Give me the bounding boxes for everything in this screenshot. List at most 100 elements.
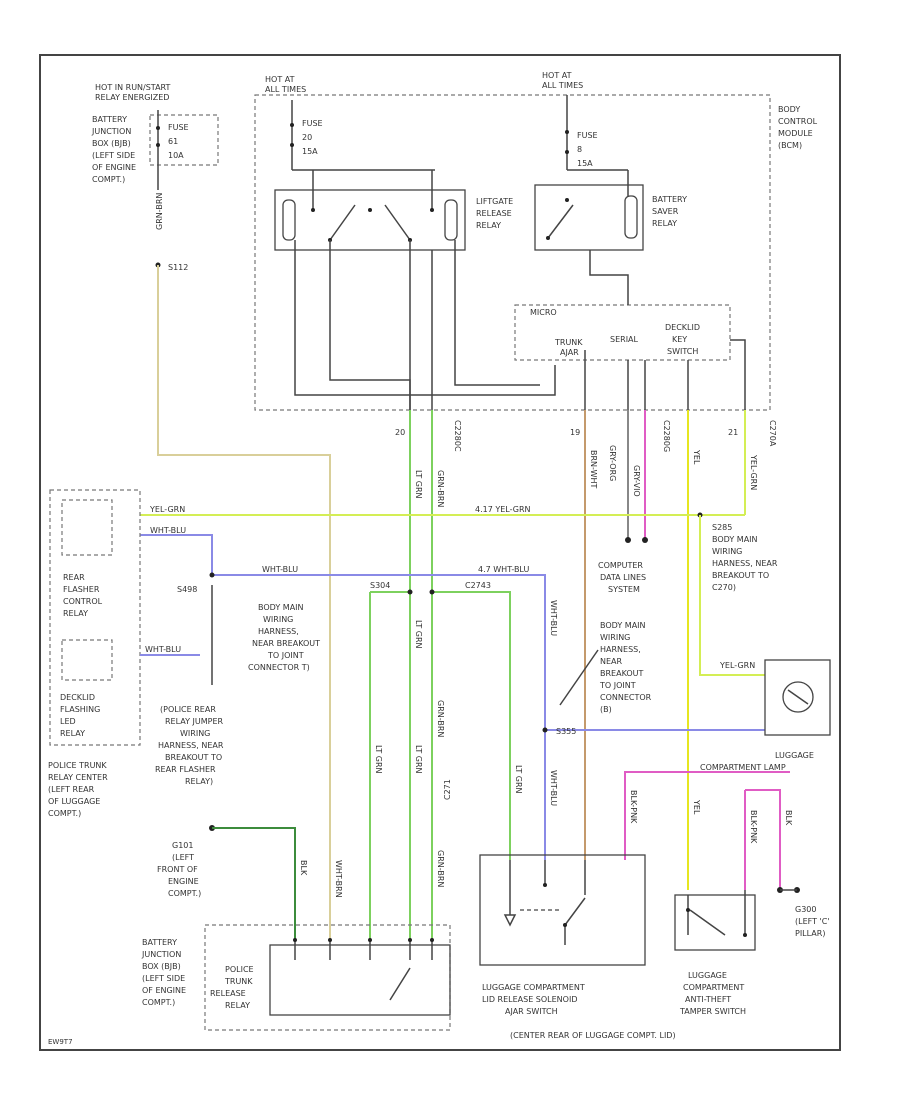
police-trunk-release-relay: POLICE TRUNK RELEASE RELAY [204,924,451,1031]
svg-text:LUGGAGE COMPARTMENT: LUGGAGE COMPARTMENT [482,983,585,992]
svg-text:PILLAR): PILLAR) [795,929,825,938]
svg-text:GRN-BRN: GRN-BRN [436,470,445,507]
svg-text:WIRING: WIRING [712,547,742,556]
svg-text:BLK-PNK: BLK-PNK [629,790,638,824]
svg-text:BODY MAIN: BODY MAIN [258,603,304,612]
svg-text:(LEFT 'C': (LEFT 'C' [795,917,830,926]
svg-text:GRN-BRN: GRN-BRN [436,700,445,737]
svg-text:SAVER: SAVER [652,207,679,216]
svg-text:HOT AT: HOT AT [265,75,295,84]
svg-text:RELAY: RELAY [60,729,85,738]
computer-data-lines-label: COMPUTER DATA LINES SYSTEM [598,561,646,594]
svg-text:LT GRN: LT GRN [414,745,423,774]
svg-text:(LEFT SIDE: (LEFT SIDE [92,151,135,160]
wire-blk-pnk [624,771,790,860]
svg-text:RELAY: RELAY [476,221,501,230]
pin-c2280g: C2280G [662,420,671,452]
svg-text:DATA LINES: DATA LINES [600,573,646,582]
wire-label-yel-grn-left: YEL-GRN [149,505,185,514]
svg-text:CONNECTOR T): CONNECTOR T) [248,663,310,672]
svg-text:JUNCTION: JUNCTION [141,950,181,959]
splice-s285-label: S285 BODY MAIN WIRING HARNESS, NEAR BREA… [712,523,778,592]
body-main-t-label: BODY MAIN WIRING HARNESS, NEAR BREAKOUT … [248,603,320,672]
svg-text:BREAKOUT TO: BREAKOUT TO [712,571,769,580]
wire-yel-grn-lamp [699,515,765,676]
bcm-label: BODY CONTROL MODULE (BCM) [778,105,818,150]
svg-text:SYSTEM: SYSTEM [608,585,640,594]
svg-text:RELEASE: RELEASE [476,209,512,218]
svg-text:LID RELEASE SOLENOID: LID RELEASE SOLENOID [482,995,577,1004]
svg-text:RELAY: RELAY [652,219,677,228]
bjb-fuse-61: FUSE 61 10A [149,110,219,166]
police-trunk-relay-center-box: REAR FLASHER CONTROL RELAY DECKLID FLASH… [49,489,141,746]
svg-text:WHT-BLU: WHT-BLU [549,770,558,806]
bottom-note: (CENTER REAR OF LUGGAGE COMPT. LID) [510,1031,676,1040]
luggage-compartment-lamp: LUGGAGE COMPARTMENT LAMP [700,659,831,772]
pin-20: 20 [395,428,405,437]
svg-text:GRY-VIO: GRY-VIO [632,465,641,497]
svg-text:YEL: YEL [692,449,701,465]
svg-text:NEAR: NEAR [600,657,623,666]
svg-text:BODY MAIN: BODY MAIN [712,535,758,544]
svg-text:GRN-BRN: GRN-BRN [436,850,445,887]
svg-text:RELAY: RELAY [225,1001,250,1010]
svg-text:LT GRN: LT GRN [414,470,423,499]
svg-text:POLICE TRUNK: POLICE TRUNK [48,761,107,770]
micro-box: MICRO TRUNK AJAR SERIAL DECKLID KEY SWIT… [514,304,731,361]
svg-text:20: 20 [302,133,312,142]
luggage-lid-solenoid: LUGGAGE COMPARTMENT LID RELEASE SOLENOID… [479,854,646,1016]
svg-text:FUSE: FUSE [302,119,323,128]
wire-label-yel-grn-mid: 4.17 YEL-GRN [475,505,531,514]
svg-text:GRY-ORG: GRY-ORG [608,445,617,481]
svg-text:(LEFT REAR: (LEFT REAR [48,785,95,794]
battery-saver-relay: BATTERY SAVER RELAY [534,170,687,251]
svg-text:COMPT.): COMPT.) [48,809,81,818]
svg-text:61: 61 [168,137,178,146]
svg-text:LIFTGATE: LIFTGATE [476,197,513,206]
c271-label: C271 [443,779,452,800]
svg-text:REAR FLASHER: REAR FLASHER [155,765,216,774]
svg-text:POLICE: POLICE [225,965,254,974]
svg-text:(B): (B) [600,705,612,714]
svg-text:YEL-GRN: YEL-GRN [749,454,758,490]
svg-text:FLASHER: FLASHER [63,585,100,594]
splice-s498: S498 [177,585,197,594]
police-trunk-relay-center-label: POLICE TRUNK RELAY CENTER (LEFT REAR OF … [48,761,108,818]
svg-text:CONTROL: CONTROL [63,597,103,606]
svg-text:REAR: REAR [63,573,85,582]
pin-19: 19 [570,428,580,437]
svg-text:HARNESS,: HARNESS, [600,645,641,654]
svg-text:ENGINE: ENGINE [168,877,199,886]
svg-text:COMPT.): COMPT.) [168,889,201,898]
svg-text:COMPT.): COMPT.) [92,175,125,184]
wire-label-grn-brn-top: GRN-BRN [155,193,164,230]
svg-text:BODY: BODY [778,105,800,114]
svg-text:LUGGAGE: LUGGAGE [688,971,727,980]
svg-text:FRONT OF: FRONT OF [157,865,198,874]
svg-text:BREAKOUT: BREAKOUT [600,669,644,678]
svg-text:COMPT.): COMPT.) [142,998,175,1007]
svg-text:RELEASE: RELEASE [210,989,246,998]
pin-c2280c: C2280C [453,420,462,452]
svg-text:8: 8 [577,145,582,154]
svg-text:BOX (BJB): BOX (BJB) [142,962,181,971]
svg-text:WHT-BLU: WHT-BLU [262,565,298,574]
svg-text:TAMPER SWITCH: TAMPER SWITCH [679,1007,746,1016]
body-main-jc-label: BODY MAIN WIRING HARNESS, NEAR BREAKOUT … [599,621,652,714]
svg-text:BREAKOUT TO: BREAKOUT TO [165,753,222,762]
svg-text:DECKLID: DECKLID [60,693,95,702]
svg-text:FLASHING: FLASHING [60,705,100,714]
svg-text:NEAR BREAKOUT: NEAR BREAKOUT [252,639,320,648]
svg-text:10A: 10A [168,151,184,160]
svg-text:RELAY CENTER: RELAY CENTER [48,773,108,782]
svg-text:HOT IN RUN/START: HOT IN RUN/START [95,83,171,92]
svg-text:RELAY ENERGIZED: RELAY ENERGIZED [95,93,169,102]
svg-text:TO JOINT: TO JOINT [599,681,636,690]
fuse-8: FUSE 8 15A [565,95,598,170]
svg-text:ALL TIMES: ALL TIMES [265,85,306,94]
svg-text:4.7 WHT-BLU: 4.7 WHT-BLU [478,565,529,574]
bjb-bottom-label: BATTERY JUNCTION BOX (BJB) (LEFT SIDE OF… [141,938,186,1007]
svg-text:C270): C270) [712,583,736,592]
svg-text:WHT-BLU: WHT-BLU [150,526,186,535]
svg-text:JUNCTION: JUNCTION [91,127,131,136]
